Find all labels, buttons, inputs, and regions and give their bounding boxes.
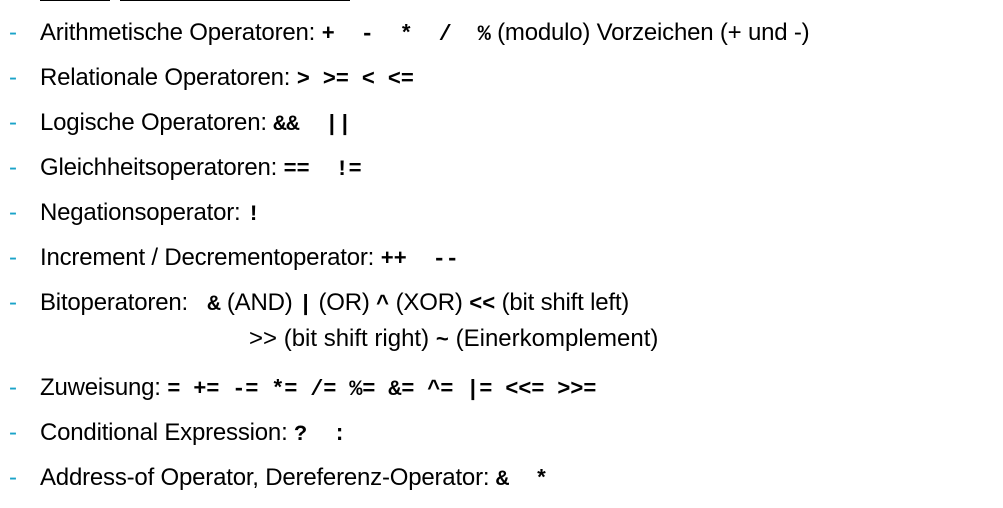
item-label: Address-of Operator, Dereferenz-Operator… xyxy=(40,464,490,491)
list-item-conditional: - Conditional Expression: ? : xyxy=(0,413,1003,453)
item-label: Bitoperatoren: xyxy=(40,289,188,316)
list-item-increment: - Increment / Decrementoperator: ++ -- xyxy=(0,238,1003,278)
list-item-address-of: - Address-of Operator, Dereferenz-Operat… xyxy=(0,458,1003,498)
operator-code: ++ -- xyxy=(380,247,459,272)
operator-code: >> xyxy=(249,325,278,352)
cropped-heading-remnant xyxy=(0,0,1003,6)
operator-code: = += -= *= /= %= &= ^= |= <<= >>= xyxy=(167,377,597,402)
operator-code: ! xyxy=(247,202,261,227)
item-label: Relationale Operatoren: xyxy=(40,64,291,91)
list-item-negation: - Negationsoperator: ! xyxy=(0,193,1003,233)
list-bullet: - xyxy=(9,64,17,91)
list-bullet: - xyxy=(9,109,17,136)
operator-code: ? : xyxy=(294,422,347,447)
heading-fragment xyxy=(40,0,110,1)
operator-description: (XOR) xyxy=(395,289,463,316)
item-label: Negationsoperator: xyxy=(40,199,241,226)
list-bullet: - xyxy=(9,289,17,316)
operator-description: (OR) xyxy=(318,289,370,316)
operator-code: + - * / % xyxy=(321,22,491,47)
operator-code: | xyxy=(299,292,313,317)
item-tail: (modulo) Vorzeichen (+ und -) xyxy=(497,19,810,46)
list-item-arithmetic: - Arithmetische Operatoren: + - * / % (m… xyxy=(0,13,1003,53)
list-bullet: - xyxy=(9,464,17,491)
operator-code: ^ xyxy=(376,292,390,317)
operator-description: (AND) xyxy=(226,289,293,316)
operator-code: && || xyxy=(273,112,352,137)
operator-description: (bit shift left) xyxy=(501,289,630,316)
bitwise-continuation-line: >> (bit shift right) ~ (Einerkomplement) xyxy=(249,319,658,361)
list-item-assignment: - Zuweisung: = += -= *= /= %= &= ^= |= <… xyxy=(0,368,1003,408)
list-item-bitwise: - Bitoperatoren: & (AND) | (OR) ^ (XOR) … xyxy=(0,283,1003,363)
list-item-logical: - Logische Operatoren: && || xyxy=(0,103,1003,143)
item-label: Conditional Expression: xyxy=(40,419,288,446)
list-bullet: - xyxy=(9,19,17,46)
operator-code: > >= < <= xyxy=(296,67,414,92)
operator-code: << xyxy=(469,292,496,317)
list-bullet: - xyxy=(9,244,17,271)
heading-fragment xyxy=(120,0,350,1)
item-label: Logische Operatoren: xyxy=(40,109,267,136)
item-label: Arithmetische Operatoren: xyxy=(40,19,316,46)
operator-code: & xyxy=(207,292,221,317)
item-label: Increment / Decrementoperator: xyxy=(40,244,375,271)
list-item-relational: - Relationale Operatoren: > >= < <= xyxy=(0,58,1003,98)
operator-code: == != xyxy=(283,157,362,182)
item-label: Gleichheitsoperatoren: xyxy=(40,154,278,181)
operator-code: & * xyxy=(495,467,548,492)
list-bullet: - xyxy=(9,419,17,446)
operator-description: (Einerkomplement) xyxy=(455,325,659,352)
list-bullet: - xyxy=(9,199,17,226)
list-bullet: - xyxy=(9,154,17,181)
item-label: Zuweisung: xyxy=(40,374,161,401)
list-item-equality: - Gleichheitsoperatoren: == != xyxy=(0,148,1003,188)
operator-code: ~ xyxy=(435,328,449,353)
list-bullet: - xyxy=(9,374,17,401)
operator-description: (bit shift right) xyxy=(283,325,430,352)
